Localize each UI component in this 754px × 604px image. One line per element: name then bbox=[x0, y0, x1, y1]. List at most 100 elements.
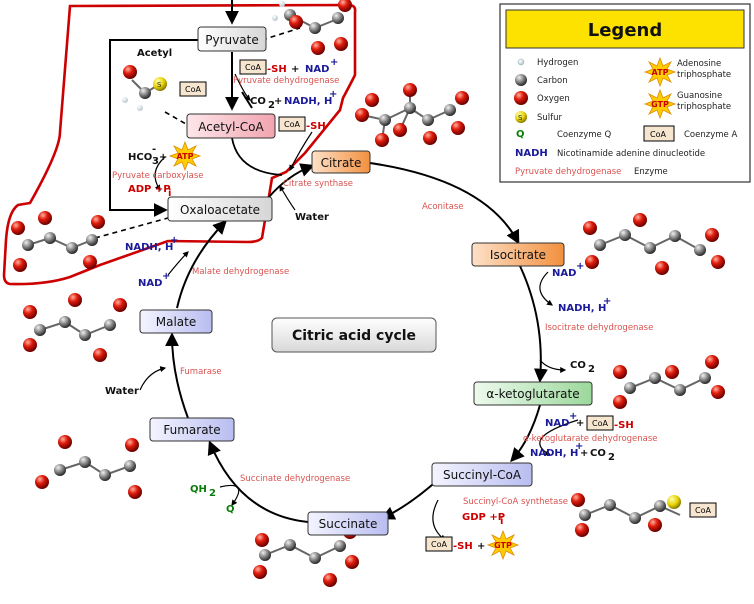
svg-text:ATP: ATP bbox=[177, 152, 194, 161]
svg-text:-SH: -SH bbox=[267, 64, 287, 75]
svg-text:Adenosine: Adenosine bbox=[677, 59, 721, 69]
enzyme-citrate-synthase: Citrate synthase bbox=[283, 179, 353, 189]
svg-text:Malate: Malate bbox=[156, 315, 196, 329]
enzyme-pyruvate-carboxylase: Pyruvate carboxylase bbox=[112, 171, 204, 181]
svg-text:CO: CO bbox=[570, 360, 586, 371]
svg-text:2: 2 bbox=[608, 452, 615, 463]
hydrogen-icon bbox=[517, 58, 525, 66]
svg-text:NAD: NAD bbox=[305, 64, 329, 75]
svg-text:+: + bbox=[330, 57, 338, 68]
legend-title: Legend bbox=[588, 20, 662, 41]
cycle-ring bbox=[165, 162, 548, 523]
svg-text:GTP: GTP bbox=[494, 541, 512, 550]
node-succinyl-coa: Succinyl-CoA bbox=[431, 462, 533, 487]
idh-cofactors: NAD + NADH, H + CO 2 bbox=[552, 261, 611, 375]
svg-text:Acetyl: Acetyl bbox=[137, 48, 172, 59]
pyruvate-molecule bbox=[272, 0, 352, 55]
svg-text:+: + bbox=[274, 96, 282, 107]
svg-text:+: + bbox=[477, 541, 485, 552]
svg-text:triphosphate: triphosphate bbox=[677, 102, 731, 112]
svg-text:NADH: NADH bbox=[515, 148, 548, 159]
svg-text:+: + bbox=[329, 89, 337, 100]
fumarate-molecule bbox=[35, 435, 142, 499]
svg-text:HCO: HCO bbox=[128, 152, 152, 163]
water-citrate: Water bbox=[295, 212, 329, 223]
svg-text:ATP: ATP bbox=[652, 68, 669, 77]
citrate-molecule bbox=[355, 83, 469, 147]
svg-text:+: + bbox=[162, 271, 170, 282]
svg-text:-SH: -SH bbox=[614, 420, 634, 431]
water-fumarase: Water bbox=[105, 386, 139, 397]
svg-text:S: S bbox=[518, 114, 523, 122]
node-alpha-ketoglutarate: α-ketoglutarate bbox=[473, 381, 593, 406]
acetyl-molecule: S CoA bbox=[122, 65, 207, 111]
svg-text:i: i bbox=[168, 188, 171, 199]
oxaloacetate-molecule bbox=[11, 211, 105, 272]
svg-text:Oxaloacetate: Oxaloacetate bbox=[180, 203, 260, 217]
svg-text:+: + bbox=[159, 152, 167, 163]
enzyme-malate-dehydrogenase: Malate dehydrogenase bbox=[192, 267, 289, 277]
svg-text:CoA: CoA bbox=[185, 85, 201, 94]
svg-text:3: 3 bbox=[152, 156, 159, 167]
enzyme-succinyl-coa-synthetase: Succinyl-CoA synthetase bbox=[463, 497, 568, 507]
legend-coa-icon bbox=[643, 125, 675, 142]
svg-text:Q: Q bbox=[516, 129, 525, 140]
svg-text:+: + bbox=[291, 64, 299, 75]
svg-text:+: + bbox=[575, 441, 583, 452]
svg-text:-SH: -SH bbox=[453, 541, 473, 552]
svg-text:+: + bbox=[603, 296, 611, 307]
svg-text:GTP: GTP bbox=[651, 100, 669, 109]
svg-text:triphosphate: triphosphate bbox=[677, 70, 731, 80]
svg-text:Citrate: Citrate bbox=[321, 156, 362, 170]
enzyme-fumarase: Fumarase bbox=[180, 367, 222, 377]
svg-text:-: - bbox=[152, 144, 156, 155]
svg-text:α-ketoglutarate: α-ketoglutarate bbox=[486, 387, 579, 401]
svg-text:Nicotinamide adenine dinucleot: Nicotinamide adenine dinucleotide bbox=[557, 149, 705, 159]
svg-text:+: + bbox=[569, 411, 577, 422]
node-fumarate: Fumarate bbox=[149, 417, 235, 442]
svg-text:+: + bbox=[576, 261, 584, 272]
legend: Legend Hydrogen Carbon Oxygen S Sulfur Q… bbox=[499, 3, 751, 183]
svg-text:CoA: CoA bbox=[695, 506, 711, 515]
svg-text:Oxygen: Oxygen bbox=[537, 94, 570, 104]
svg-text:Guanosine: Guanosine bbox=[677, 91, 722, 101]
malate-molecule bbox=[23, 293, 127, 362]
svg-text:NADH, H: NADH, H bbox=[284, 96, 332, 107]
carbon-icon bbox=[515, 74, 527, 86]
svg-text:CO: CO bbox=[250, 96, 266, 107]
svg-text:ADP +P: ADP +P bbox=[128, 184, 171, 195]
svg-text:GDP +P: GDP +P bbox=[462, 512, 505, 523]
svg-text:NADH, H: NADH, H bbox=[558, 303, 606, 314]
node-citrate: Citrate bbox=[311, 150, 371, 174]
svg-text:Coenzyme Q: Coenzyme Q bbox=[557, 130, 611, 140]
cycle-title: Citric acid cycle bbox=[271, 317, 437, 353]
scs-cofactors: GDP +P i CoA -SH + GTP bbox=[425, 512, 519, 560]
svg-text:NAD: NAD bbox=[552, 268, 576, 279]
svg-text:NADH, H: NADH, H bbox=[530, 448, 578, 459]
side-arrows bbox=[139, 73, 579, 541]
isocitrate-molecule bbox=[583, 213, 725, 275]
dashed-links bbox=[94, 27, 301, 239]
svg-text:CoA: CoA bbox=[431, 540, 447, 549]
enzyme-succinate-dehydrogenase: Succinate dehydrogenase bbox=[240, 474, 350, 484]
enzyme-aconitase: Aconitase bbox=[422, 202, 464, 212]
svg-text:2: 2 bbox=[268, 100, 275, 111]
pyruvate-region-outline bbox=[2, 3, 357, 286]
svg-text:+: + bbox=[170, 235, 178, 246]
svg-text:Citric acid cycle: Citric acid cycle bbox=[292, 328, 416, 344]
svg-text:i: i bbox=[500, 516, 503, 527]
akgdh-cofactors: NAD + + CoA -SH NADH, H + + CO 2 bbox=[530, 411, 634, 463]
svg-text:Fumarate: Fumarate bbox=[163, 423, 220, 437]
svg-text:-SH: -SH bbox=[306, 121, 326, 132]
svg-text:S: S bbox=[157, 81, 162, 89]
svg-text:Isocitrate: Isocitrate bbox=[490, 248, 546, 262]
node-succinate: Succinate bbox=[307, 511, 389, 536]
node-acetyl-coa: Acetyl-CoA bbox=[186, 113, 276, 139]
node-isocitrate: Isocitrate bbox=[471, 242, 565, 267]
svg-text:CoA: CoA bbox=[284, 120, 300, 129]
svg-text:Q: Q bbox=[226, 504, 235, 515]
sdh-cofactors: QH 2 Q bbox=[190, 484, 235, 515]
mdh-cofactors: NADH, H + NAD + bbox=[125, 235, 178, 289]
